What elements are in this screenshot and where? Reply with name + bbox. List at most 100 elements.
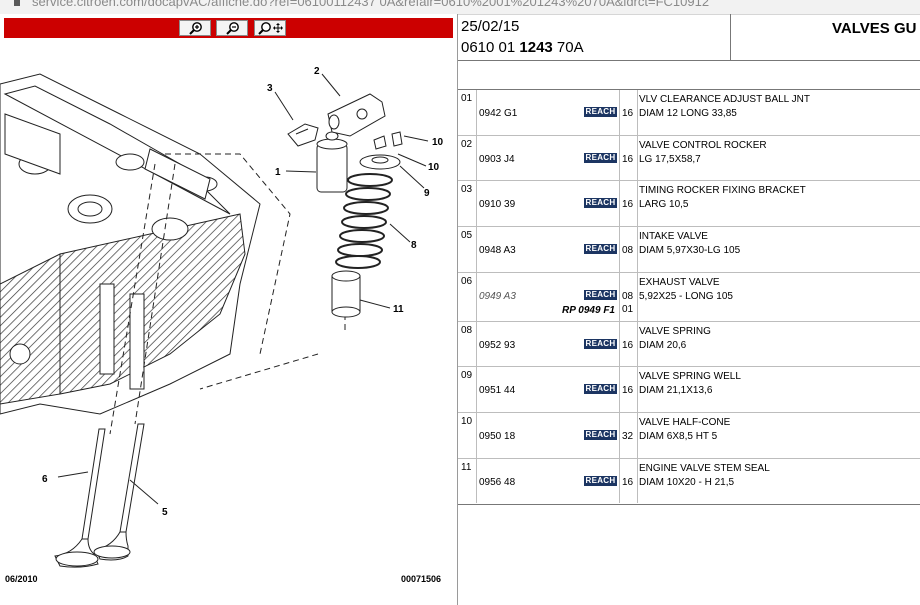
reach-badge[interactable]: REACH xyxy=(584,339,617,349)
description-line-1: VALVE SPRING xyxy=(639,326,711,337)
figure-date: 06/2010 xyxy=(5,574,38,584)
diagram-panel: 2 3 1 10 10 9 8 11 6 5 06/2010 00071506 xyxy=(0,14,458,605)
site-info-icon[interactable] xyxy=(14,0,20,6)
table-row[interactable]: 05 0948 A3 REACH 08 INTAKE VALVE DIAM 5,… xyxy=(458,227,920,273)
callout-11: 11 xyxy=(393,304,404,315)
tappet-drawing xyxy=(316,131,348,193)
callout-1: 1 xyxy=(275,167,281,178)
description-line-1: EXHAUST VALVE xyxy=(639,277,720,288)
table-row[interactable]: 08 0952 93 REACH 16 VALVE SPRING DIAM 20… xyxy=(458,322,920,367)
table-row[interactable]: 09 0951 44 REACH 16 VALVE SPRING WELL DI… xyxy=(458,367,920,413)
description-line-1: ENGINE VALVE STEM SEAL xyxy=(639,463,770,474)
description-line-2: DIAM 5,97X30-LG 105 xyxy=(639,245,741,256)
reach-badge[interactable]: REACH xyxy=(584,107,617,117)
reach-badge[interactable]: REACH xyxy=(584,476,617,486)
callout-5: 5 xyxy=(162,507,168,518)
document-header: 25/02/15 0610 01 1243 70A VALVES GU xyxy=(458,14,920,61)
valve-exploded-diagram: 2 3 1 10 10 9 8 11 6 5 xyxy=(0,66,444,568)
parts-table: 01 0942 G1 REACH 16 VLV CLEARANCE ADJUST… xyxy=(458,89,920,505)
item-number: 03 xyxy=(461,184,473,195)
column-divider-num xyxy=(476,89,477,503)
spring-retainer-drawing xyxy=(359,154,401,170)
description-line-1: VLV CLEARANCE ADJUST BALL JNT xyxy=(639,94,810,105)
quantity: 16 xyxy=(622,385,634,396)
valves-drawing xyxy=(54,423,145,568)
callout-8: 8 xyxy=(411,240,417,251)
part-number[interactable]: 0910 39 xyxy=(479,199,516,210)
part-number[interactable]: 0948 A3 xyxy=(479,245,516,256)
reach-badge[interactable]: REACH xyxy=(584,430,617,440)
section-title: VALVES GU xyxy=(832,20,917,37)
item-number: 10 xyxy=(461,416,473,427)
item-number: 05 xyxy=(461,230,473,241)
table-row[interactable]: 11 0956 48 REACH 16 ENGINE VALVE STEM SE… xyxy=(458,459,920,504)
table-row[interactable]: 01 0942 G1 REACH 16 VLV CLEARANCE ADJUST… xyxy=(458,90,920,136)
zoom-in-button[interactable] xyxy=(179,20,211,36)
callout-10-lower: 10 xyxy=(428,162,440,173)
item-number: 09 xyxy=(461,370,473,381)
part-number[interactable]: 0952 93 xyxy=(479,340,516,351)
reach-badge[interactable]: REACH xyxy=(584,290,617,300)
address-url[interactable]: service.citroen.com/docapvAC/affiche.do?… xyxy=(32,0,710,9)
part-number[interactable]: 0903 J4 xyxy=(479,154,515,165)
reach-badge[interactable]: REACH xyxy=(584,198,617,208)
part-number[interactable]: 0942 G1 xyxy=(479,108,518,119)
quantity: 08 xyxy=(622,291,634,302)
part-number[interactable]: 0950 18 xyxy=(479,431,516,442)
quantity: 08 xyxy=(622,245,634,256)
description-line-2: 5,92X25 - LONG 105 xyxy=(639,291,733,302)
rocker-drawing xyxy=(327,93,386,137)
pan-button[interactable] xyxy=(254,20,286,36)
callout-9: 9 xyxy=(424,188,430,199)
header-divider xyxy=(730,14,731,60)
quantity: 16 xyxy=(622,154,634,165)
half-cones-drawing xyxy=(373,131,403,150)
part-number[interactable]: 0956 48 xyxy=(479,477,516,488)
magnifier-minus-icon xyxy=(226,22,239,35)
description-line-2: DIAM 10X20 - H 21,5 xyxy=(639,477,735,488)
callout-6: 6 xyxy=(42,474,48,485)
table-row[interactable]: 10 0950 18 REACH 32 VALVE HALF-CONE DIAM… xyxy=(458,413,920,459)
table-row[interactable]: 02 0903 J4 REACH 16 VALVE CONTROL ROCKER… xyxy=(458,136,920,181)
quantity: 16 xyxy=(622,199,634,210)
zoom-out-button[interactable] xyxy=(216,20,248,36)
magnifier-move-icon xyxy=(258,22,283,35)
callout-2: 2 xyxy=(314,66,320,77)
reach-badge[interactable]: REACH xyxy=(584,384,617,394)
description-line-1: VALVE HALF-CONE xyxy=(639,417,731,428)
diagram-toolbar xyxy=(4,18,453,38)
description-line-1: VALVE CONTROL ROCKER xyxy=(639,140,767,151)
reach-badge[interactable]: REACH xyxy=(584,244,617,254)
column-divider-desc xyxy=(637,89,638,503)
description-line-2: DIAM 20,6 xyxy=(639,340,687,351)
replacement-part[interactable]: RP 0949 F1 xyxy=(562,305,615,316)
table-row[interactable]: 06 0949 A3 REACH 08 01 RP 0949 F1 EXHAUS… xyxy=(458,273,920,322)
quantity: 16 xyxy=(622,340,634,351)
valve-spring-drawing xyxy=(335,173,393,269)
document-reference: 0610 01 1243 70A xyxy=(461,39,584,56)
description-line-1: VALVE SPRING WELL xyxy=(639,371,741,382)
table-row[interactable]: 03 0910 39 REACH 16 TIMING ROCKER FIXING… xyxy=(458,181,920,227)
figure-number: 00071506 xyxy=(401,574,442,584)
ref-suffix: 70A xyxy=(552,39,584,56)
magnifier-plus-icon xyxy=(189,22,202,35)
part-number[interactable]: 0949 A3 xyxy=(479,291,516,302)
description-line-2: DIAM 6X8,5 HT 5 xyxy=(639,431,718,442)
description-line-2: DIAM 21,1X13,6 xyxy=(639,385,713,396)
quantity: 16 xyxy=(622,477,634,488)
item-number: 01 xyxy=(461,93,473,104)
callout-3: 3 xyxy=(267,83,273,94)
part-number[interactable]: 0951 44 xyxy=(479,385,516,396)
description-line-1: INTAKE VALVE xyxy=(639,231,708,242)
bracket-drawing xyxy=(287,123,319,147)
quantity: 16 xyxy=(622,108,634,119)
description-line-2: DIAM 12 LONG 33,85 xyxy=(639,108,737,119)
description-line-1: TIMING ROCKER FIXING BRACKET xyxy=(639,185,806,196)
reach-badge[interactable]: REACH xyxy=(584,153,617,163)
browser-address-bar[interactable]: service.citroen.com/docapvAC/affiche.do?… xyxy=(0,0,920,15)
stem-seal-drawing xyxy=(331,270,361,318)
item-number: 11 xyxy=(461,462,472,473)
quantity: 32 xyxy=(622,431,634,442)
cylinder-head-drawing xyxy=(0,73,261,415)
quantity-secondary: 01 xyxy=(622,304,634,315)
